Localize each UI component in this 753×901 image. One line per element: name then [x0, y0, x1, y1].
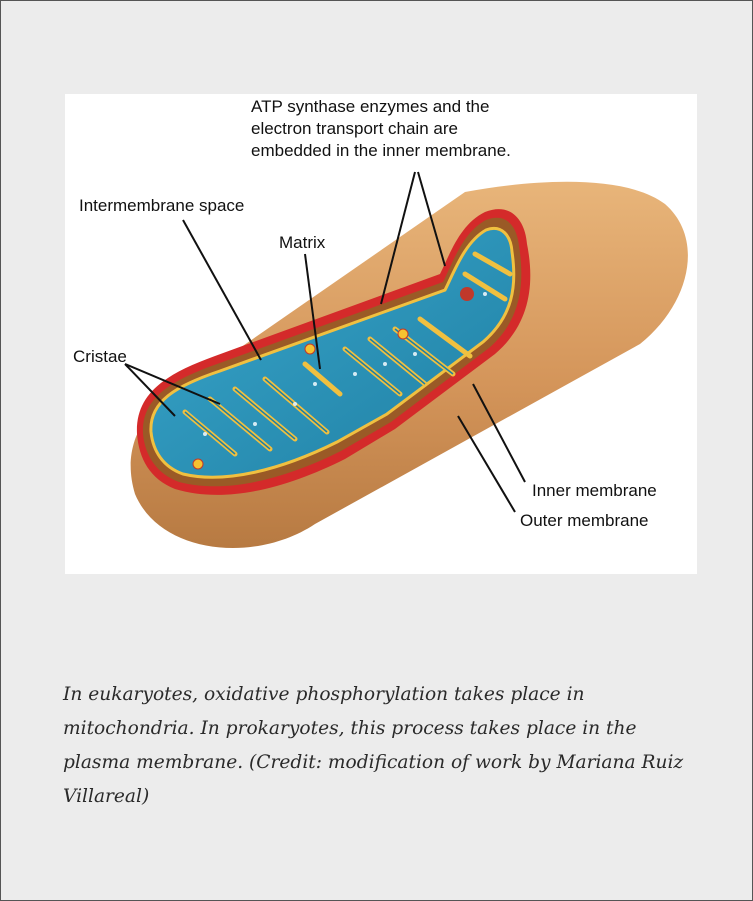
- mitochondrion-diagram: ATP synthase enzymes and the electron tr…: [65, 94, 697, 574]
- mitochondrion-illustration: ATP synthase enzymes and the electron tr…: [65, 94, 697, 574]
- figure-caption: In eukaryotes, oxidative phosphorylation…: [63, 678, 703, 814]
- label-atp-line1: ATP synthase enzymes and the: [251, 97, 489, 116]
- label-atp-line3: embedded in the inner membrane.: [251, 141, 511, 160]
- label-outer-membrane: Outer membrane: [520, 511, 649, 530]
- label-matrix: Matrix: [279, 233, 326, 252]
- label-intermembrane-space: Intermembrane space: [79, 196, 244, 215]
- label-inner-membrane: Inner membrane: [532, 481, 657, 500]
- label-cristae: Cristae: [73, 347, 127, 366]
- label-atp-line2: electron transport chain are: [251, 119, 458, 138]
- dna-granule: [460, 287, 474, 301]
